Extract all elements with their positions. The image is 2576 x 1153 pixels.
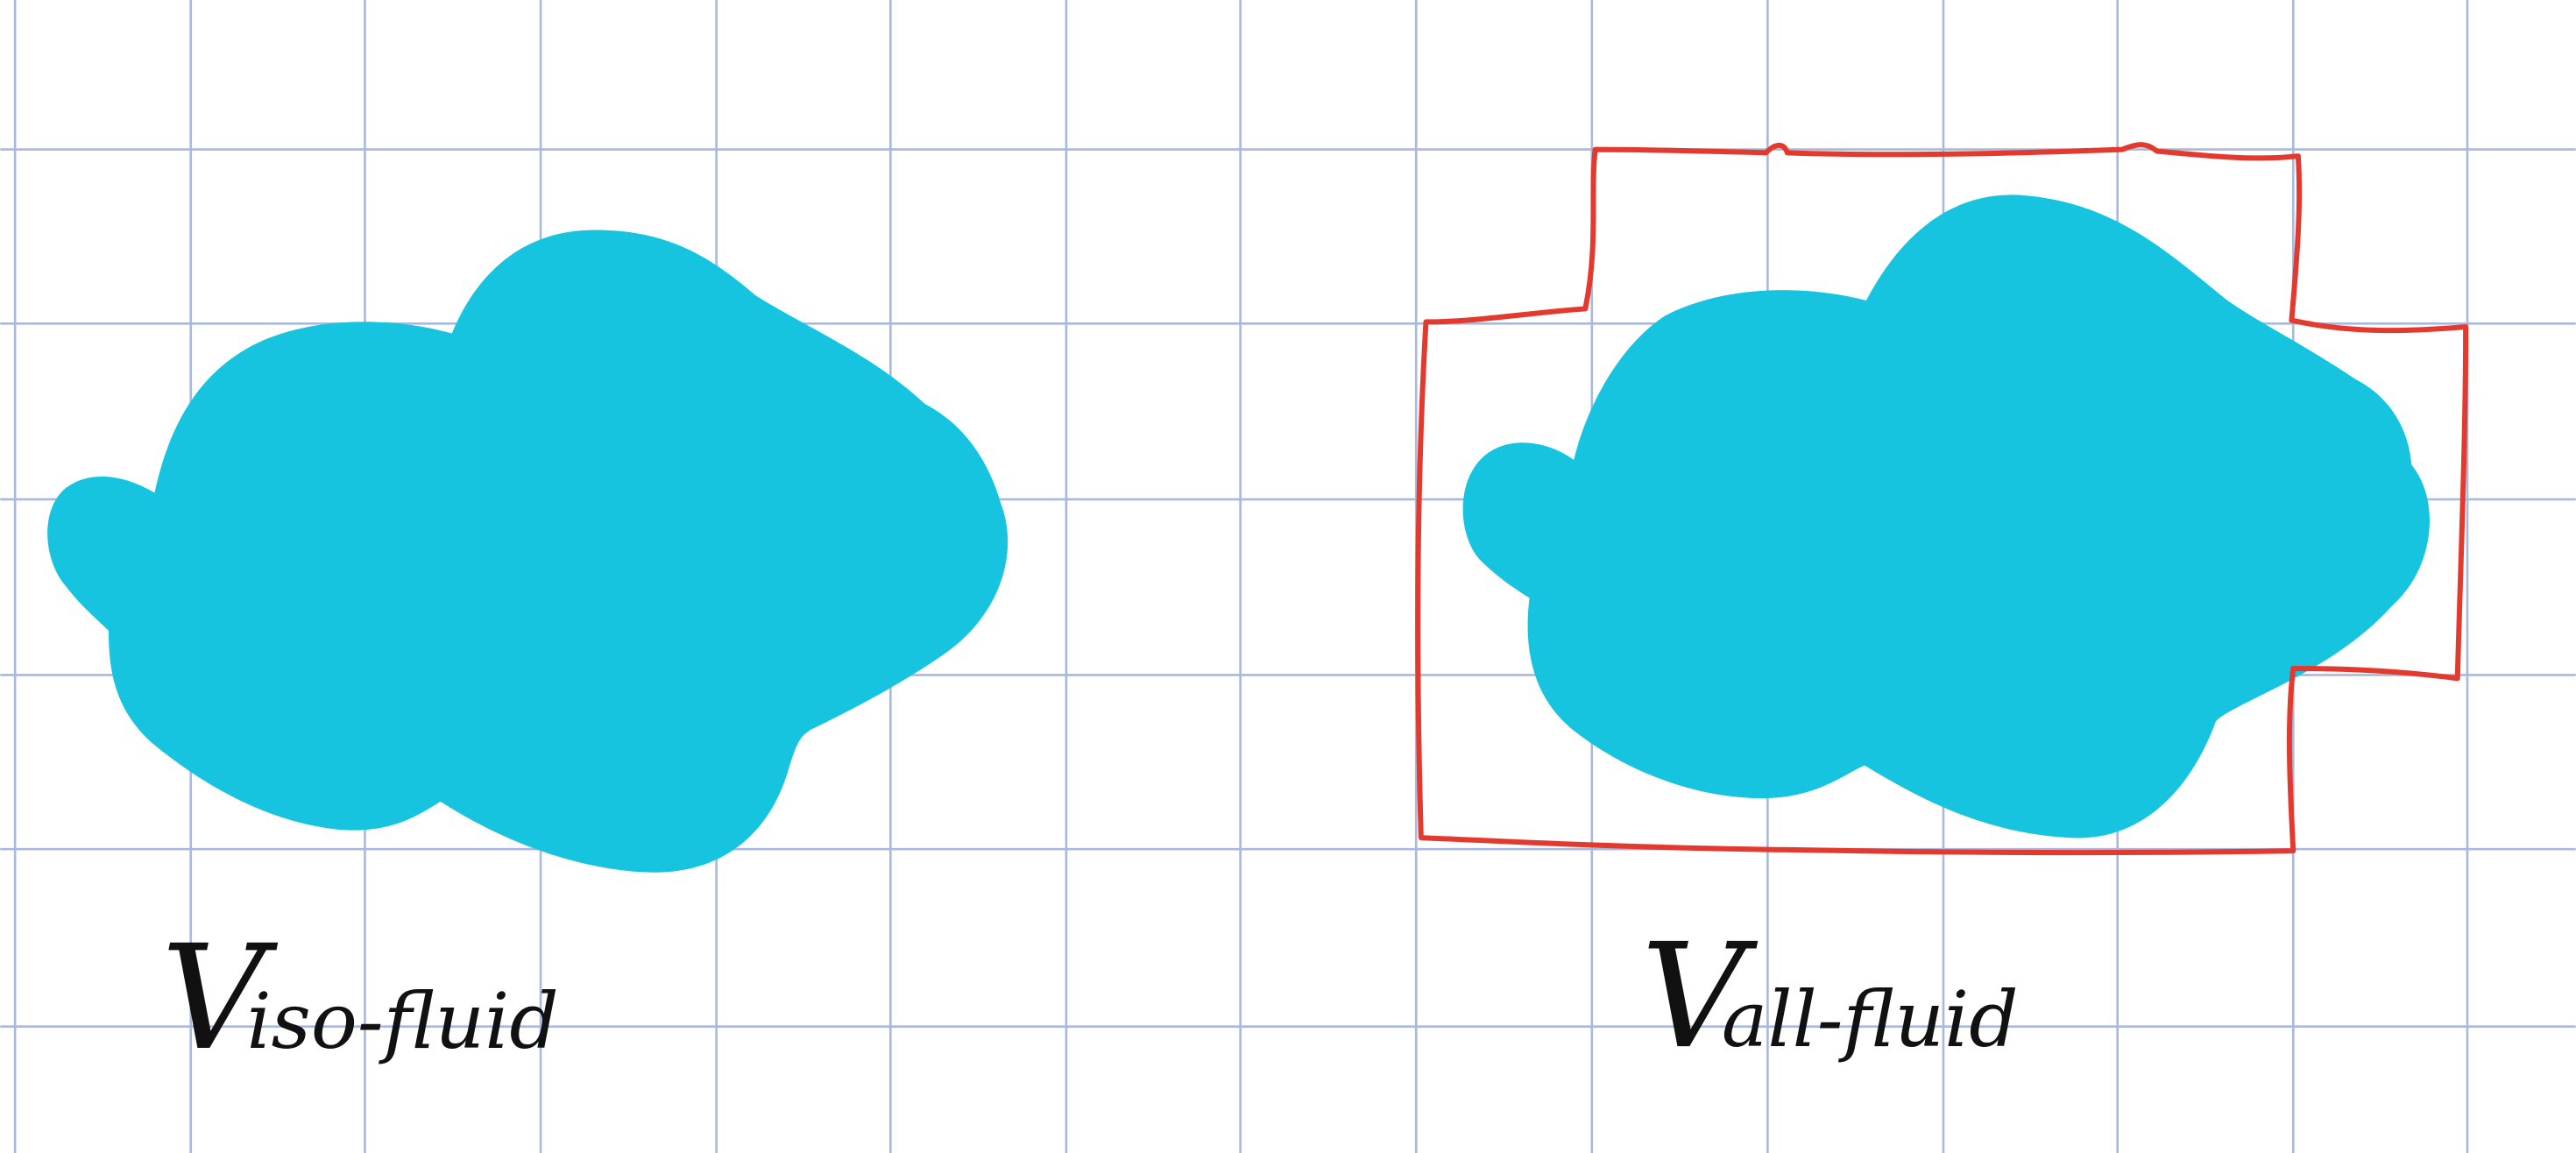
all-fluid-outline [1415,142,2469,856]
right-label-text: all-fluid [1722,974,2019,1065]
red-cross-outline [1415,142,2469,856]
right-label-initial: V [1641,912,1759,1080]
right-fluid-blob [1462,195,2430,838]
left-fluid-blob [47,230,1008,873]
right-fluid-domain [1462,195,2430,838]
left-label-text: iso-fluid [246,976,558,1066]
left-label: V iso-fluid [161,914,559,1082]
left-fluid-domain [47,230,1008,873]
right-label: V all-fluid [1641,912,2019,1080]
left-label-initial: V [161,914,279,1082]
